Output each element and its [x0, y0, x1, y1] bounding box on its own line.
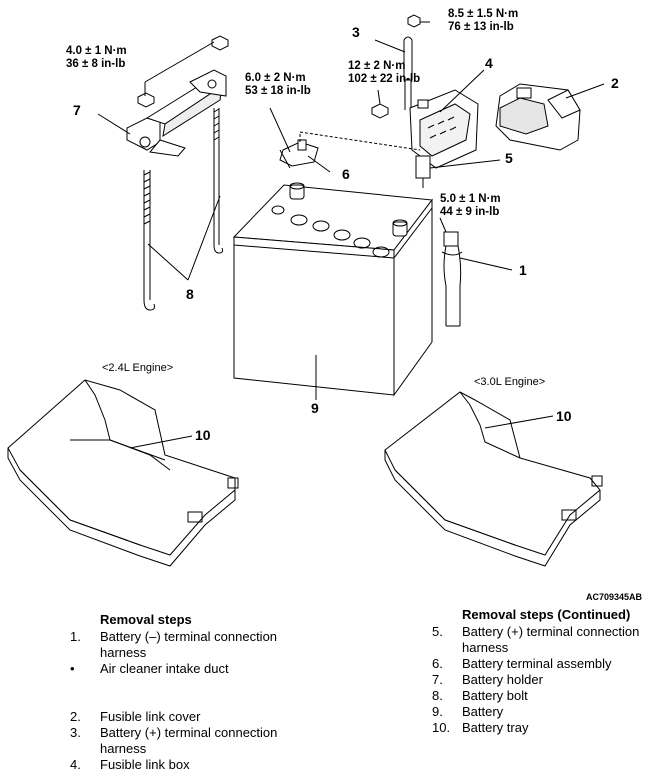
battery-tray-right-drawing	[384, 391, 603, 567]
list-item: 1.Battery (–) terminal connection harnes…	[70, 629, 278, 660]
battery-holder-drawing	[126, 69, 227, 157]
callout-9: 9	[311, 400, 319, 416]
list-item: 10.Battery tray	[432, 720, 529, 735]
harness-3-drawing	[403, 14, 421, 110]
list-item: 7.Battery holder	[432, 672, 543, 687]
list-item: 9.Battery	[432, 704, 504, 719]
battery-bolts-drawing	[143, 108, 224, 311]
torque-inlb: 76 ± 13 in-lb	[448, 21, 514, 33]
torque-inlb: 44 ± 9 in-lb	[440, 206, 500, 218]
harness-1-drawing	[441, 231, 463, 327]
fusible-link-cover-drawing	[495, 83, 581, 151]
battery-drawing	[232, 182, 433, 397]
callout-3: 3	[352, 24, 360, 40]
list-item: •Air cleaner intake duct	[70, 661, 229, 676]
engine-label-left: <2.4L Engine>	[102, 362, 174, 374]
torque-nm: 12 ± 2 N·m	[348, 60, 406, 72]
exploded-diagram	[7, 14, 605, 567]
callout-8: 8	[186, 286, 194, 302]
list-item: 3.Battery (+) terminal connection harnes…	[70, 725, 278, 756]
callout-7: 7	[73, 102, 81, 118]
torque-nm: 8.5 ± 1.5 N·m	[448, 8, 519, 20]
torque-nm: 4.0 ± 1 N·m	[66, 45, 127, 57]
callout-5: 5	[505, 150, 513, 166]
removal-heading: Removal steps	[100, 612, 192, 627]
torque-inlb: 36 ± 8 in-lb	[66, 58, 126, 70]
fusible-link-box-drawing	[371, 89, 479, 169]
callout-10-left: 10	[195, 427, 211, 443]
battery-tray-left-drawing	[7, 379, 239, 567]
callout-4: 4	[485, 55, 493, 71]
torque-inlb: 102 ± 22 in-lb	[348, 73, 421, 85]
list-item: 6.Battery terminal assembly	[432, 656, 612, 671]
holder-nuts-drawing	[137, 35, 229, 108]
list-item: 8.Battery bolt	[432, 688, 528, 703]
torque-inlb: 53 ± 18 in-lb	[245, 85, 311, 97]
removal-continued-heading: Removal steps (Continued)	[462, 607, 631, 622]
list-item: 4.Fusible link box	[70, 757, 190, 772]
callout-2: 2	[611, 75, 619, 91]
callout-6: 6	[342, 166, 350, 182]
harness-5-drawing	[415, 155, 431, 188]
torque-nm: 6.0 ± 2 N·m	[245, 72, 306, 84]
removal-steps-continued: Removal steps (Continued) 5.Battery (+) …	[432, 607, 652, 736]
callout-1: 1	[519, 262, 527, 278]
leader-lines	[97, 21, 605, 449]
engine-label-right: <3.0L Engine>	[474, 376, 546, 388]
torque-nm: 5.0 ± 1 N·m	[440, 193, 501, 205]
callout-10-right: 10	[556, 408, 572, 424]
removal-steps: Removal steps 1.Battery (–) terminal con…	[70, 612, 300, 773]
terminal-assembly-drawing	[279, 139, 319, 169]
list-item: 2.Fusible link cover	[70, 709, 201, 724]
figure-code: AC709345AB	[586, 592, 643, 602]
list-item: 5.Battery (+) terminal connection harnes…	[432, 624, 640, 655]
